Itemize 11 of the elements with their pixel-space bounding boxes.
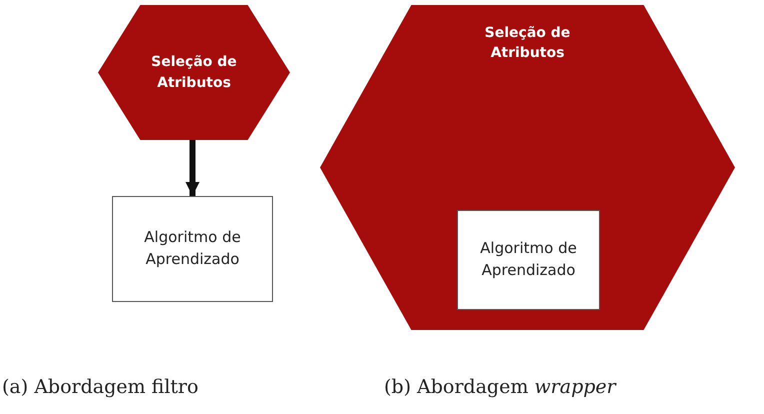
arrow [186, 140, 200, 196]
hexagon-node [98, 5, 290, 140]
node-label: Algoritmo de Aprendizado [143, 227, 242, 270]
node-label: Seleção de Atributos [484, 24, 572, 64]
hexagon-node [320, 5, 735, 330]
caption: (b) Abordagem wrapper [384, 376, 616, 398]
node-label: Algoritmo de Aprendizado [479, 238, 578, 281]
caption: (a) Abordagem filtro [2, 376, 198, 398]
process-box [112, 196, 273, 302]
node-label: Seleção de Atributos [150, 53, 238, 92]
process-box [457, 210, 600, 310]
